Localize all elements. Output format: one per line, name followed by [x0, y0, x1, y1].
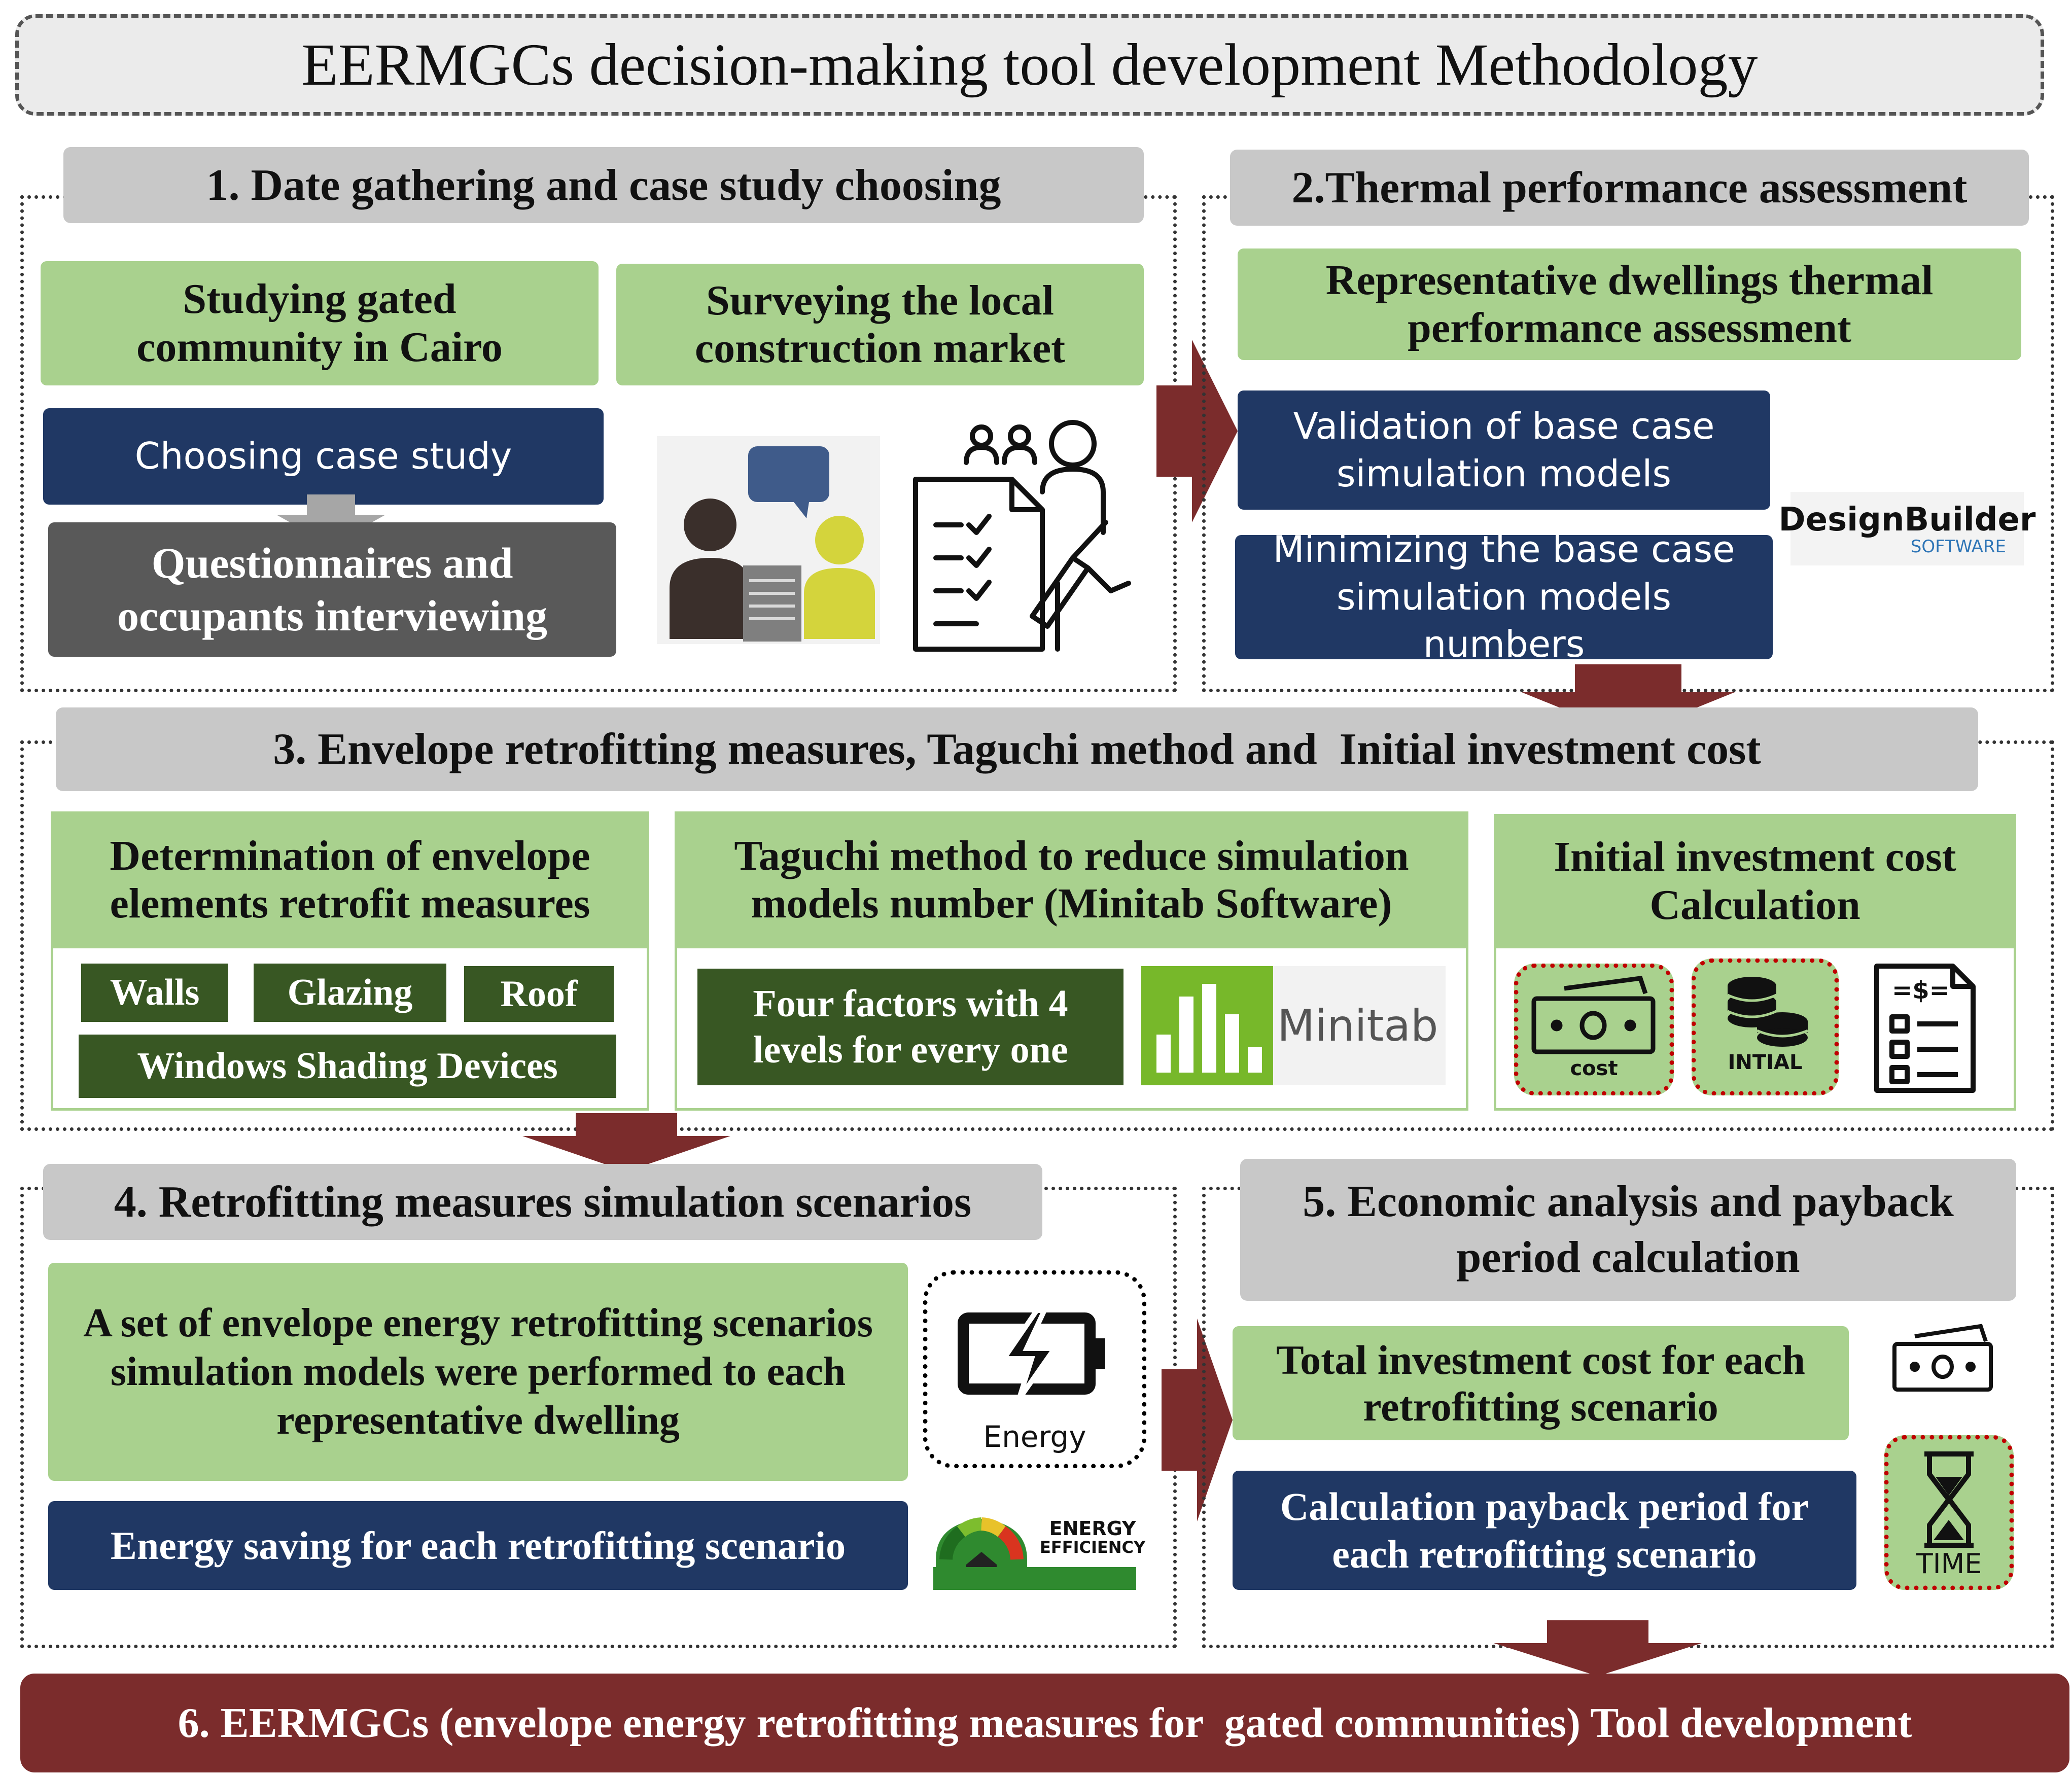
initial-icon-label: INTIAL	[1728, 1051, 1803, 1074]
studying-box: Studying gated community in Cairo	[41, 261, 599, 385]
set-of-box: A set of envelope energy retrofitting sc…	[48, 1263, 908, 1481]
minitab-logo-text: Minitab	[1277, 1000, 1438, 1051]
validation-box: Validation of base case simulation model…	[1238, 390, 1770, 510]
invoice-symbol: =$=	[1892, 976, 1950, 1005]
factors-box: Four factors with 4 levels for every one	[697, 969, 1123, 1085]
minitab-logo: Minitab	[1141, 966, 1446, 1085]
time-icon-label: TIME	[1916, 1548, 1982, 1580]
down-arrow-gray	[276, 494, 385, 545]
energy-icon-label: Energy	[983, 1419, 1086, 1454]
minimizing-box: Minimizing the base case simulation mode…	[1235, 528, 1773, 665]
minitab-logo-mark	[1141, 966, 1273, 1085]
title-box: EERMGCs decision-making tool development…	[15, 14, 2044, 116]
energy-efficiency-logo: ENERGY EFFICIENCY	[926, 1499, 1146, 1600]
cost-icon: cost	[1514, 964, 1674, 1095]
cost-icon-label: cost	[1570, 1057, 1618, 1080]
surveying-box: Surveying the local construction market	[616, 264, 1144, 385]
total-cost-box: Total investment cost for each retrofitt…	[1233, 1326, 1849, 1440]
arrow-4-to-5	[1162, 1319, 1233, 1521]
designbuilder-logo-subtext: SOFTWARE	[1910, 536, 2006, 557]
section2-header: 2.Thermal performance assessment	[1230, 150, 2029, 226]
money-icon	[1884, 1319, 2001, 1400]
arrow-2-to-3	[1522, 664, 1735, 735]
section1-header: 1. Date gathering and case study choosin…	[63, 147, 1144, 223]
time-icon: TIME	[1884, 1435, 2014, 1590]
section3-header: 3. Envelope retrofitting measures, Taguc…	[56, 707, 1978, 791]
questionnaires-box: Questionnaires and occupants interviewin…	[48, 522, 616, 657]
section4-header: 4. Retrofitting measures simulation scen…	[43, 1164, 1042, 1240]
survey-icon	[905, 416, 1134, 654]
representative-box: Representative dwellings thermal perform…	[1238, 248, 2021, 360]
choosing-box: Choosing case study	[43, 408, 604, 505]
energy-efficiency-line2: EFFICIENCY	[1040, 1537, 1146, 1557]
arrow-3-to-4	[522, 1113, 730, 1171]
section6-title: 6. EERMGCs (envelope energy retrofitting…	[178, 1699, 1912, 1747]
invoice-icon: =$=	[1872, 961, 1978, 1095]
taguchi-box: Taguchi method to reduce simulation mode…	[675, 811, 1468, 948]
payback-box: Calculation payback period for each retr…	[1233, 1471, 1856, 1590]
arrow-5-to-6	[1494, 1620, 1702, 1676]
energy-efficiency-line1: ENERGY	[1049, 1517, 1136, 1540]
designbuilder-logo: DesignBuilder SOFTWARE	[1779, 492, 2035, 565]
section5-header: 5. Economic analysis and payback period …	[1240, 1159, 2016, 1301]
walls-box: Walls	[81, 964, 228, 1022]
interview-icon	[657, 436, 880, 644]
designbuilder-logo-text: DesignBuilder	[1778, 501, 2036, 539]
initial-cost-box: Initial investment cost Calculation	[1494, 814, 2016, 948]
determination-box: Determination of envelope elements retro…	[51, 811, 649, 948]
shading-box: Windows Shading Devices	[79, 1035, 616, 1098]
glazing-box: Glazing	[254, 964, 446, 1022]
roof-box: Roof	[464, 966, 614, 1022]
section6-banner: 6. EERMGCs (envelope energy retrofitting…	[20, 1674, 2069, 1772]
energy-saving-box: Energy saving for each retrofitting scen…	[48, 1501, 908, 1590]
arrow-1-to-2	[1156, 340, 1238, 522]
energy-efficiency-text: ENERGY EFFICIENCY	[1040, 1517, 1146, 1557]
energy-icon: Energy	[923, 1270, 1146, 1468]
initial-icon: INTIAL	[1692, 958, 1839, 1095]
page-title: EERMGCs decision-making tool development…	[301, 31, 1758, 98]
